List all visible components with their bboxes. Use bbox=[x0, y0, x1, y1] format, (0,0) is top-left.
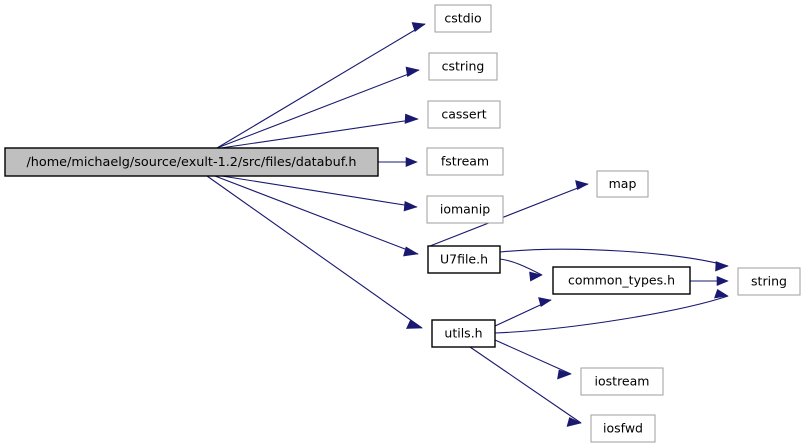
node-label: cstring bbox=[442, 59, 485, 74]
edge-common_types-to-string bbox=[690, 276, 729, 286]
edge-utils-to-iostream bbox=[494, 339, 572, 380]
node-box[interactable] bbox=[428, 52, 498, 81]
node-box[interactable] bbox=[580, 367, 664, 396]
node-string[interactable]: string bbox=[737, 267, 801, 296]
node-box[interactable] bbox=[737, 267, 801, 296]
arrowhead-icon bbox=[557, 369, 572, 380]
node-label: map bbox=[609, 176, 637, 191]
arrowhead-icon bbox=[716, 276, 729, 286]
node-u7file[interactable]: U7file.h bbox=[427, 245, 501, 274]
node-label: U7file.h bbox=[440, 252, 488, 267]
node-cassert[interactable]: cassert bbox=[427, 100, 501, 129]
arrowhead-icon bbox=[405, 66, 420, 77]
node-box[interactable] bbox=[426, 147, 504, 176]
arrowhead-icon bbox=[715, 261, 729, 272]
edge-utils-to-iosfwd bbox=[469, 346, 582, 427]
node-common_types[interactable]: common_types.h bbox=[552, 266, 691, 295]
edge-utils-to-string bbox=[494, 289, 729, 334]
node-box[interactable] bbox=[552, 266, 691, 295]
arrowhead-icon bbox=[529, 271, 543, 282]
arrowhead-icon bbox=[411, 22, 426, 32]
nodes-layer: /home/michaelg/source/exult-1.2/src/file… bbox=[4, 4, 801, 443]
arrowhead-icon bbox=[404, 113, 419, 124]
node-label: iomanip bbox=[440, 202, 490, 217]
node-label: iostream bbox=[595, 374, 650, 389]
edge-line bbox=[214, 175, 419, 255]
node-iostream[interactable]: iostream bbox=[580, 367, 664, 396]
node-box[interactable] bbox=[431, 319, 496, 348]
edge-root-to-cassert bbox=[220, 113, 419, 149]
node-cstdio[interactable]: cstdio bbox=[434, 4, 492, 33]
edge-line bbox=[206, 175, 423, 329]
node-label: utils.h bbox=[444, 326, 482, 341]
node-label: iosfwd bbox=[603, 421, 643, 436]
node-box[interactable] bbox=[590, 414, 656, 443]
node-label: cassert bbox=[441, 107, 486, 122]
node-box[interactable] bbox=[434, 4, 492, 33]
edge-u7file-to-common_types bbox=[499, 258, 543, 282]
node-label: common_types.h bbox=[568, 273, 675, 288]
node-root[interactable]: /home/michaelg/source/exult-1.2/src/file… bbox=[4, 147, 379, 177]
node-box[interactable] bbox=[426, 195, 504, 224]
node-utils[interactable]: utils.h bbox=[431, 319, 496, 348]
edge-line bbox=[221, 175, 418, 208]
node-label: string bbox=[751, 274, 787, 289]
arrowhead-icon bbox=[405, 157, 418, 167]
arrowhead-icon bbox=[403, 201, 418, 212]
edge-line bbox=[469, 346, 582, 424]
edges-layer bbox=[206, 22, 729, 427]
node-box[interactable] bbox=[427, 100, 501, 129]
node-label: /home/michaelg/source/exult-1.2/src/file… bbox=[26, 155, 356, 170]
arrowhead-icon bbox=[714, 289, 729, 299]
node-box[interactable] bbox=[4, 147, 379, 177]
arrowhead-icon bbox=[566, 417, 582, 427]
edge-line bbox=[494, 339, 572, 375]
edge-line bbox=[499, 248, 729, 267]
node-box[interactable] bbox=[427, 245, 501, 274]
node-iomanip[interactable]: iomanip bbox=[426, 195, 504, 224]
node-box[interactable] bbox=[596, 170, 649, 198]
arrowhead-icon bbox=[575, 180, 589, 190]
node-label: fstream bbox=[441, 154, 489, 169]
edge-line bbox=[494, 295, 729, 334]
edge-root-to-utils bbox=[206, 175, 423, 329]
edge-root-to-u7file bbox=[214, 175, 419, 257]
edge-u7file-to-string bbox=[499, 248, 729, 272]
edge-root-to-fstream bbox=[378, 157, 418, 167]
node-label: cstdio bbox=[444, 11, 481, 26]
node-cstring[interactable]: cstring bbox=[428, 52, 498, 81]
edge-line bbox=[429, 183, 589, 247]
edge-utils-to-common_types bbox=[494, 297, 552, 327]
arrowhead-icon bbox=[538, 297, 552, 307]
edge-root-to-iomanip bbox=[221, 175, 418, 212]
arrowhead-icon bbox=[403, 246, 419, 257]
node-iosfwd[interactable]: iosfwd bbox=[590, 414, 656, 443]
edge-line bbox=[216, 69, 420, 149]
node-fstream[interactable]: fstream bbox=[426, 147, 504, 176]
edge-root-to-cstdio bbox=[216, 22, 426, 149]
edge-line bbox=[216, 23, 426, 149]
edge-u7file-to-map bbox=[429, 180, 589, 247]
edge-line bbox=[499, 258, 543, 276]
edge-root-to-cstring bbox=[216, 66, 420, 149]
arrowhead-icon bbox=[406, 319, 423, 329]
edge-line bbox=[220, 118, 419, 149]
node-map[interactable]: map bbox=[596, 170, 649, 198]
